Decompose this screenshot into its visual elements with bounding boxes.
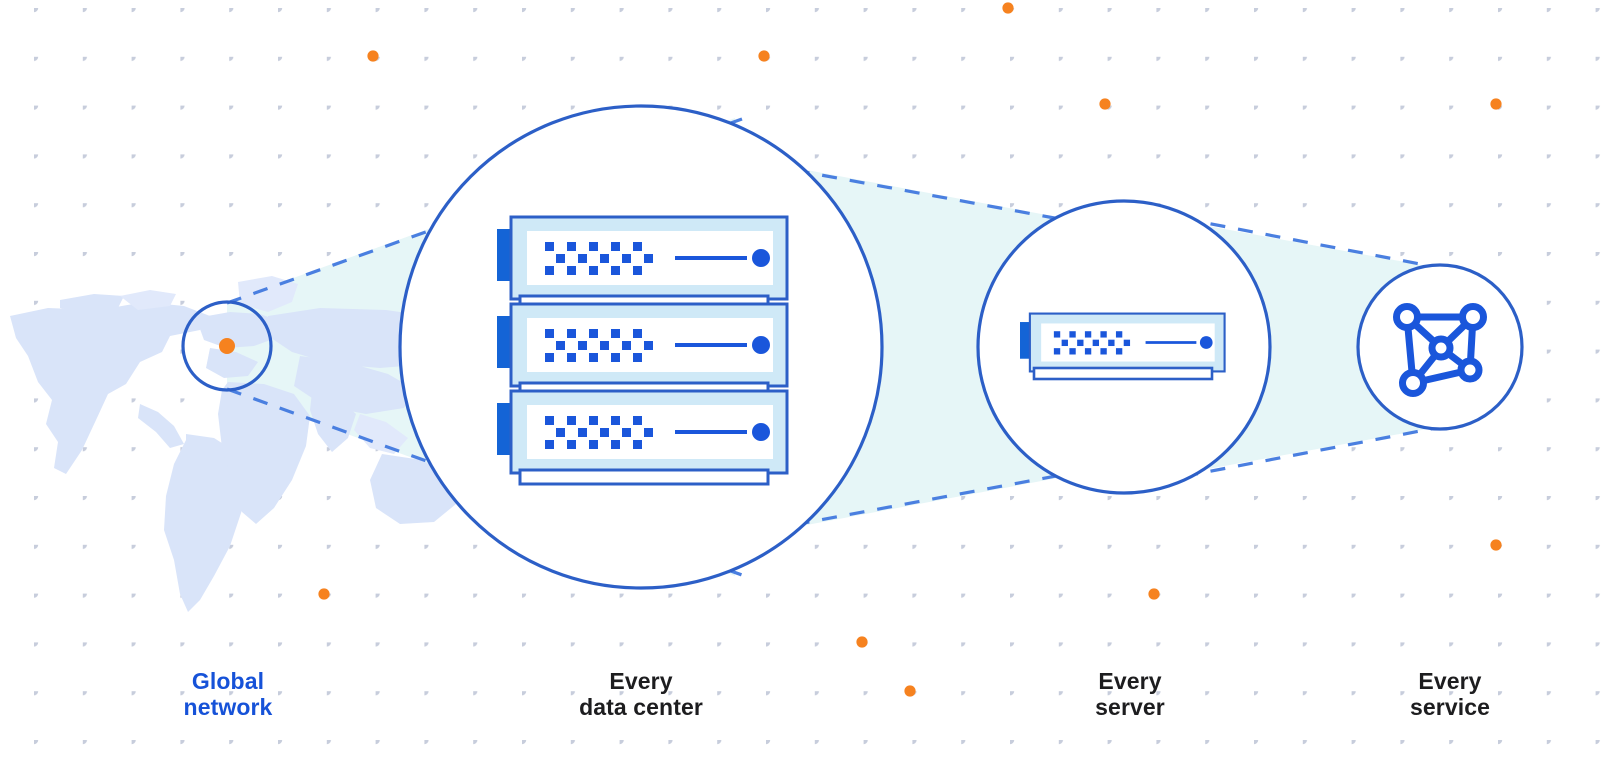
global-network-marker — [219, 338, 235, 354]
accent-dots — [318, 2, 1502, 697]
accent-dot — [1099, 98, 1111, 110]
server-rack-unit-3 — [497, 389, 789, 475]
server-rack-icon — [497, 215, 789, 486]
accent-dot — [1490, 98, 1502, 110]
server-unit-base — [1032, 366, 1214, 381]
global-network-lens-circle — [181, 300, 273, 392]
accent-dot — [318, 588, 330, 600]
rack-connector-3 — [518, 468, 770, 486]
accent-dot — [367, 50, 379, 62]
server-rack-unit-2 — [497, 302, 789, 388]
mesh-node-bottom-left — [1399, 369, 1427, 397]
mesh-node-top-right — [1459, 303, 1487, 331]
accent-dot — [856, 636, 868, 648]
accent-dot — [1490, 539, 1502, 551]
accent-dot — [1002, 2, 1014, 14]
network-mesh-icon — [1393, 303, 1487, 397]
server-rack-unit-1 — [497, 215, 789, 301]
accent-dot — [1148, 588, 1160, 600]
mesh-node-top-left — [1393, 303, 1421, 331]
mesh-node-bottom-right — [1457, 357, 1483, 383]
server-unit-icon — [1020, 312, 1226, 381]
accent-dot — [758, 50, 770, 62]
accent-dot — [904, 685, 916, 697]
server-unit-body — [1020, 312, 1226, 373]
mesh-node-center — [1428, 335, 1454, 361]
